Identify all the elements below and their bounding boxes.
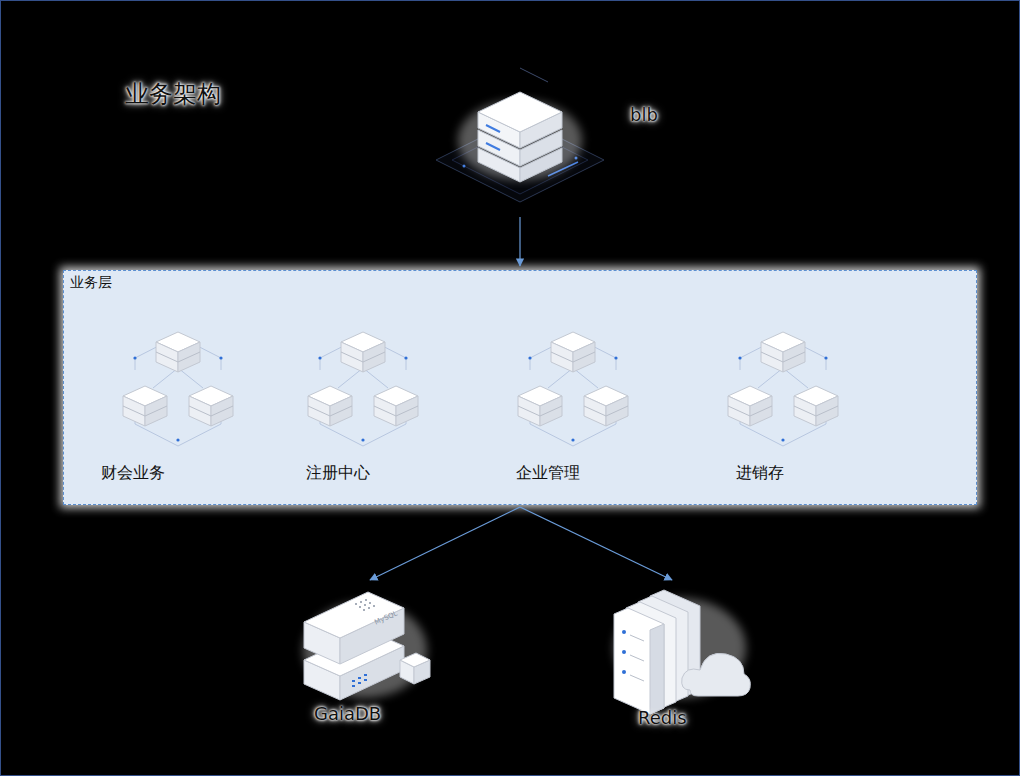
node-label: 企业管理 xyxy=(516,463,580,484)
cluster-icon xyxy=(123,332,233,446)
node-label: GaiaDB xyxy=(314,703,381,724)
cluster-icon xyxy=(518,332,628,446)
service-cluster: 企业管理 xyxy=(511,326,681,486)
icon-label: MySQL xyxy=(373,609,398,626)
database-node: GaiaDB xyxy=(300,584,440,726)
band-fill xyxy=(63,270,977,505)
service-cluster: 注册中心 xyxy=(301,326,471,486)
database-icon xyxy=(303,592,430,700)
flow-arrow xyxy=(370,507,520,580)
node-label: Redis xyxy=(638,707,687,728)
service-cluster: 进销存 xyxy=(731,326,901,486)
service-cluster: 财会业务 xyxy=(96,326,266,486)
cache-icon xyxy=(614,590,750,714)
node-label: 进销存 xyxy=(736,463,784,484)
diagram-title: 业务架构 xyxy=(125,78,221,110)
cluster-icon xyxy=(308,332,418,446)
flow-arrow xyxy=(519,217,520,266)
load-balancer-icon xyxy=(436,68,604,202)
node-label: 财会业务 xyxy=(101,463,165,484)
band-glow xyxy=(60,267,980,508)
load-balancer: blb xyxy=(440,60,600,215)
cluster-icon xyxy=(728,332,838,446)
node-label: 业务层 xyxy=(70,274,112,292)
node-label: blb xyxy=(630,104,658,125)
flow-arrow xyxy=(520,507,672,580)
cache-node: Redis xyxy=(612,584,732,730)
node-label: 注册中心 xyxy=(306,463,370,484)
layer-band: 业务层财会业务 注册中心 企业管理 进销存 xyxy=(63,270,977,505)
